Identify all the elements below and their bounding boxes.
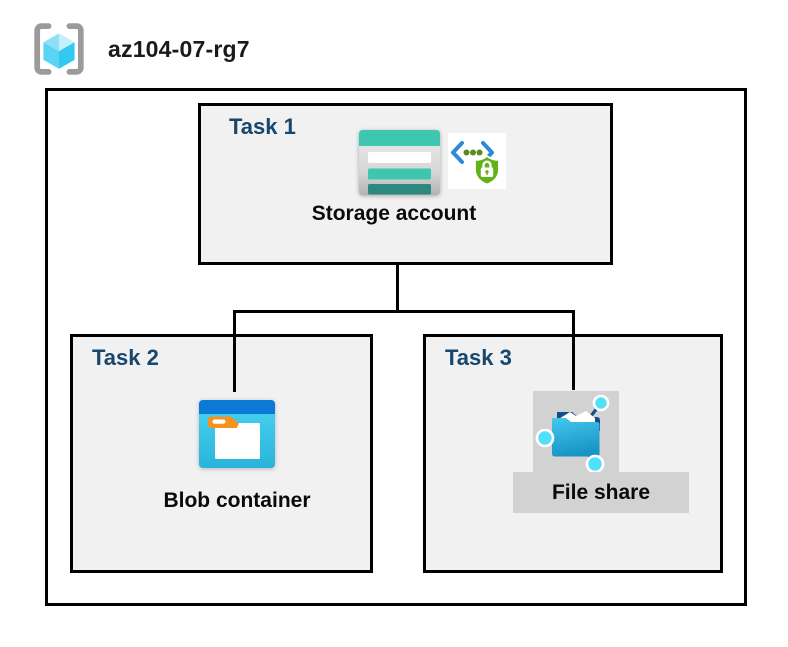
connector-to-blob — [233, 310, 236, 392]
task1-box: Task 1 — [198, 103, 613, 265]
blob-container-icon — [199, 400, 275, 468]
storage-account-label: Storage account — [311, 202, 477, 225]
connector-storage-stem — [396, 264, 399, 312]
task2-title: Task 2 — [92, 345, 159, 370]
secured-endpoint-icon — [448, 133, 506, 189]
storage-account-icon — [359, 130, 440, 195]
task1-title: Task 1 — [229, 114, 296, 139]
blob-container-label: Blob container — [163, 489, 311, 512]
connector-branch — [233, 310, 575, 313]
resource-group-header: az104-07-rg7 — [32, 22, 250, 76]
file-share-selection-highlight — [533, 391, 619, 474]
resource-group-icon — [34, 23, 84, 75]
task2-box: Task 2 Blob container — [70, 334, 373, 573]
resource-group-name: az104-07-rg7 — [108, 35, 250, 62]
connector-to-fileshare — [572, 310, 575, 390]
file-share-label: File share — [551, 480, 651, 504]
task3-title: Task 3 — [445, 345, 512, 370]
file-share-label-highlight: File share — [513, 472, 689, 513]
file-share-icon — [535, 394, 610, 474]
